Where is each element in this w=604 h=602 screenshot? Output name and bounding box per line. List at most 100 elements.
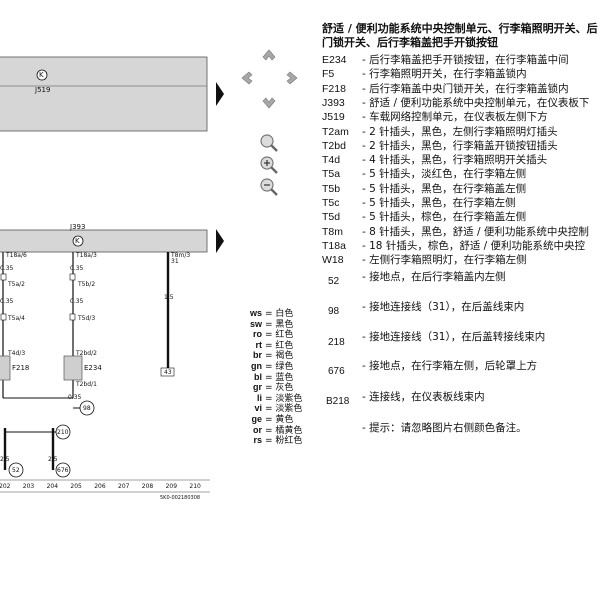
pan-down-button[interactable] (262, 94, 276, 109)
color-legend-row: gr= 灰色 (243, 382, 302, 393)
ground-98-circle (79, 400, 95, 416)
wire-size-5: 1.5 (164, 294, 174, 301)
key-code: E234 (322, 54, 347, 66)
pan-up-button[interactable] (262, 48, 276, 62)
key-description: - 行李箱照明开关，在行李箱盖锁内 (362, 68, 527, 81)
key-description: - 18 针插头，棕色，舒适 / 便利功能系统中央控 (362, 239, 586, 252)
ground-description: - 接地连接线（31），在后盖转接线束内 (362, 331, 546, 343)
key-code: T5d (322, 211, 341, 224)
color-legend-row: rs= 粉红色 (243, 435, 302, 446)
f218-label: F218 (12, 364, 30, 372)
color-name: = 淡紫色 (265, 404, 303, 415)
color-name: = 褐色 (265, 351, 294, 362)
color-code: ws (249, 308, 262, 318)
color-name: = 红色 (265, 330, 294, 341)
color-legend-row: gn= 绿色 (243, 361, 302, 372)
key-description: - 5 针插头，黑色，在行李箱盖左侧 (362, 182, 527, 195)
wire-size-6: 0.35 (68, 394, 82, 401)
color-code: gr (253, 382, 262, 393)
key-item: E234- 后行李箱盖把手开锁按钮，在行李箱盖中间 (322, 53, 604, 68)
wire-size-8: 2.5 (48, 456, 58, 463)
pan-right-icon (286, 71, 298, 85)
section-arrow-top (216, 82, 224, 106)
key-description: - 5 针插头，黑色，在行李箱左侧 (362, 197, 516, 209)
page-title: 舒适 / 便利功能系统中央控制单元、行李箱照明开关、后 门锁开关、后行李箱盖把手… (322, 22, 604, 50)
j393-k-label: K (75, 237, 80, 245)
pan-left-button[interactable] (241, 70, 255, 85)
column-number: 202 (0, 483, 11, 490)
key-item: F5- 行李箱照明开关，在行李箱盖锁内 (322, 67, 604, 82)
color-legend-row: vi= 淡紫色 (243, 403, 302, 414)
ground-description: - 提示：请忽略图片右侧颜色备注。 (362, 422, 527, 434)
color-code: gn (251, 360, 262, 371)
pin-t5a4: T5a/4 (8, 315, 25, 322)
color-legend-row: br= 褐色 (243, 350, 302, 361)
column-number: 206 (94, 483, 106, 490)
key-item: T4d - 4 针插头，黑色，行李箱照明开关插头 (322, 153, 604, 168)
wiring-diagram-svg (0, 56, 210, 493)
j519-k-label: K (39, 71, 44, 79)
color-legend-row: li= 淡紫色 (243, 393, 302, 404)
ground-98-label: 98 (83, 405, 91, 412)
ground-description: - 接地连接线（31），在后盖线束内 (362, 301, 525, 313)
ground-code: 98 (328, 306, 340, 317)
j393-label: J393 (70, 223, 86, 231)
key-description: - 4 针插头，黑色，行李箱照明开关插头 (362, 154, 548, 167)
pin-t5d3: T5d/3 (78, 315, 96, 322)
color-code: or (253, 424, 262, 435)
key-description: - 车载网络控制单元，在仪表板左侧下方 (362, 111, 548, 124)
zoom-fit-button[interactable] (259, 133, 279, 153)
color-name: = 黄色 (265, 414, 294, 425)
j519-box (0, 56, 208, 132)
key-code: T4d (322, 154, 341, 167)
color-legend-row: ro= 红色 (243, 329, 302, 340)
ground-43-label: 43 (164, 369, 172, 376)
color-name: = 红色 (265, 340, 294, 351)
key-item: T5b- 5 针插头，黑色，在行李箱盖左侧 (322, 182, 604, 197)
key-code: J393 (322, 96, 345, 109)
key-description: - 舒适 / 便利功能系统中央控制单元，在仪表板下 (362, 96, 590, 109)
color-legend-row: or= 橘黄色 (243, 425, 302, 436)
color-name: = 灰色 (265, 383, 294, 394)
key-item: T8m- 8 针插头，黑色，舒适 / 便利功能系统中央控制 (322, 225, 604, 240)
color-code: ro (253, 329, 262, 340)
column-number: 209 (165, 483, 178, 490)
key-item: J393 - 舒适 / 便利功能系统中央控制单元，在仪表板下 (322, 96, 604, 111)
zoom-in-icon (260, 156, 278, 174)
key-description: - 左侧行李箱照明灯，在行李箱左侧 (362, 254, 527, 267)
key-code: T5a (322, 168, 341, 181)
j519-label: J519 (35, 86, 51, 94)
ground-description: - 接地点，在后行李箱盖内左侧 (362, 271, 506, 283)
color-name: = 橘黄色 (265, 425, 303, 436)
zoom-out-button[interactable] (259, 177, 279, 197)
zoom-in-button[interactable] (259, 155, 279, 175)
pan-right-button[interactable] (284, 70, 298, 85)
color-code: vi (254, 403, 262, 414)
key-code: F218 (322, 82, 346, 95)
ground-code: 218 (328, 337, 345, 348)
column-number: 208 (141, 483, 154, 490)
key-code: T5c (322, 197, 340, 209)
title-line-2: 门锁开关、后行李箱盖把手开锁按钮 (322, 36, 498, 49)
ground-description: - 连接线，在仪表板线束内 (362, 391, 485, 403)
key-item: T18a- 18 针插头，棕色，舒适 / 便利功能系统中央控 (322, 239, 604, 254)
color-name: = 蓝色 (265, 372, 294, 383)
color-code: br (253, 350, 262, 361)
f218-box (0, 355, 11, 381)
pin-t5a2: T5a/2 (8, 281, 25, 288)
key-item: W18- 左侧行李箱照明灯，在行李箱左侧 (322, 253, 604, 268)
pin-t4d3: T4d/3 (8, 350, 26, 357)
color-code: bl (254, 371, 262, 382)
key-description: - 8 针插头，黑色，舒适 / 便利功能系统中央控制 (362, 225, 589, 238)
column-number: 204 (46, 483, 59, 490)
ground-52-label: 52 (12, 467, 20, 474)
wiring-diagram: K J519 J393 K T18a/6 T18a/3 T8m/3 31 0.3… (0, 0, 220, 505)
j393-k-circle (72, 235, 84, 247)
pan-down-icon (262, 97, 276, 109)
zoom-fit-icon (260, 134, 278, 152)
key-description: - 2 针插头，黑色，行李箱盖开锁按钮插头 (362, 139, 558, 152)
color-legend-row: sw= 黑色 (243, 319, 302, 330)
key-description: - 2 针插头，黑色，左侧行李箱照明灯插头 (362, 125, 558, 138)
pin-t5b2: T5b/2 (78, 281, 96, 288)
color-name: = 白色 (265, 309, 294, 319)
